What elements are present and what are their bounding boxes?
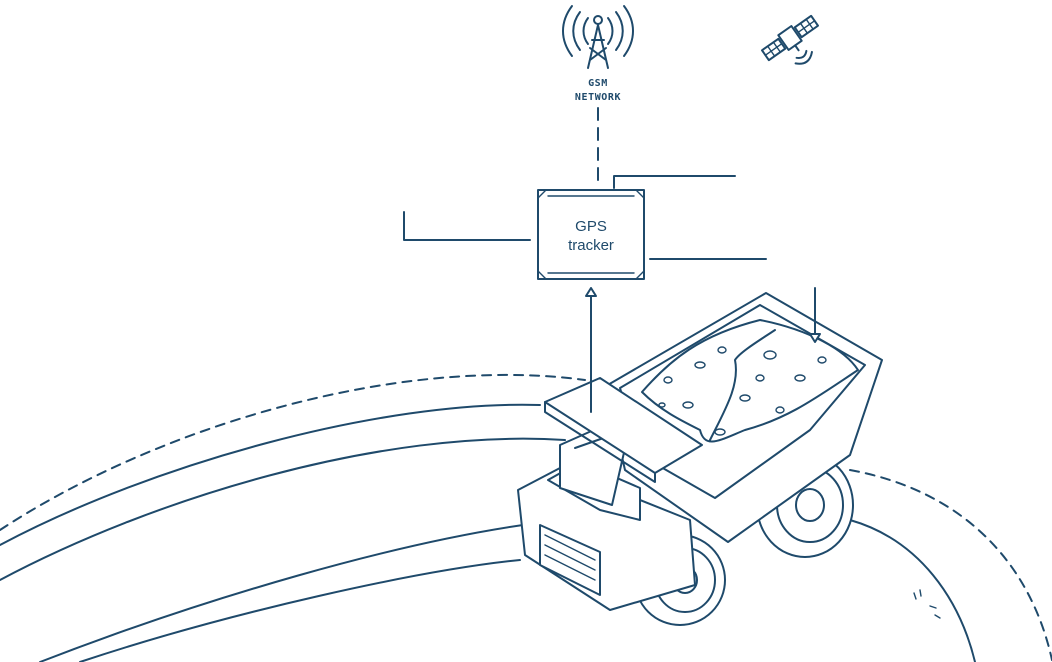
tracker-connectors — [403, 175, 767, 260]
gps-tracker-box — [537, 189, 645, 280]
tracker-label-line1: GPS — [575, 218, 607, 235]
mining-dump-truck-icon — [517, 292, 883, 626]
gsm-label-line2: NETWORK — [575, 92, 621, 103]
satellite-to-truck-arrow — [809, 287, 821, 343]
tracker-label-line2: tracker — [568, 237, 614, 254]
gsm-tower-icon — [562, 5, 634, 69]
satellite-icon — [760, 14, 820, 65]
road-debris — [913, 589, 941, 619]
gsm-label-line1: GSM — [588, 78, 608, 89]
tracker-to-truck-arrow — [585, 287, 597, 413]
truck-cab — [517, 377, 703, 611]
road — [0, 373, 1052, 662]
